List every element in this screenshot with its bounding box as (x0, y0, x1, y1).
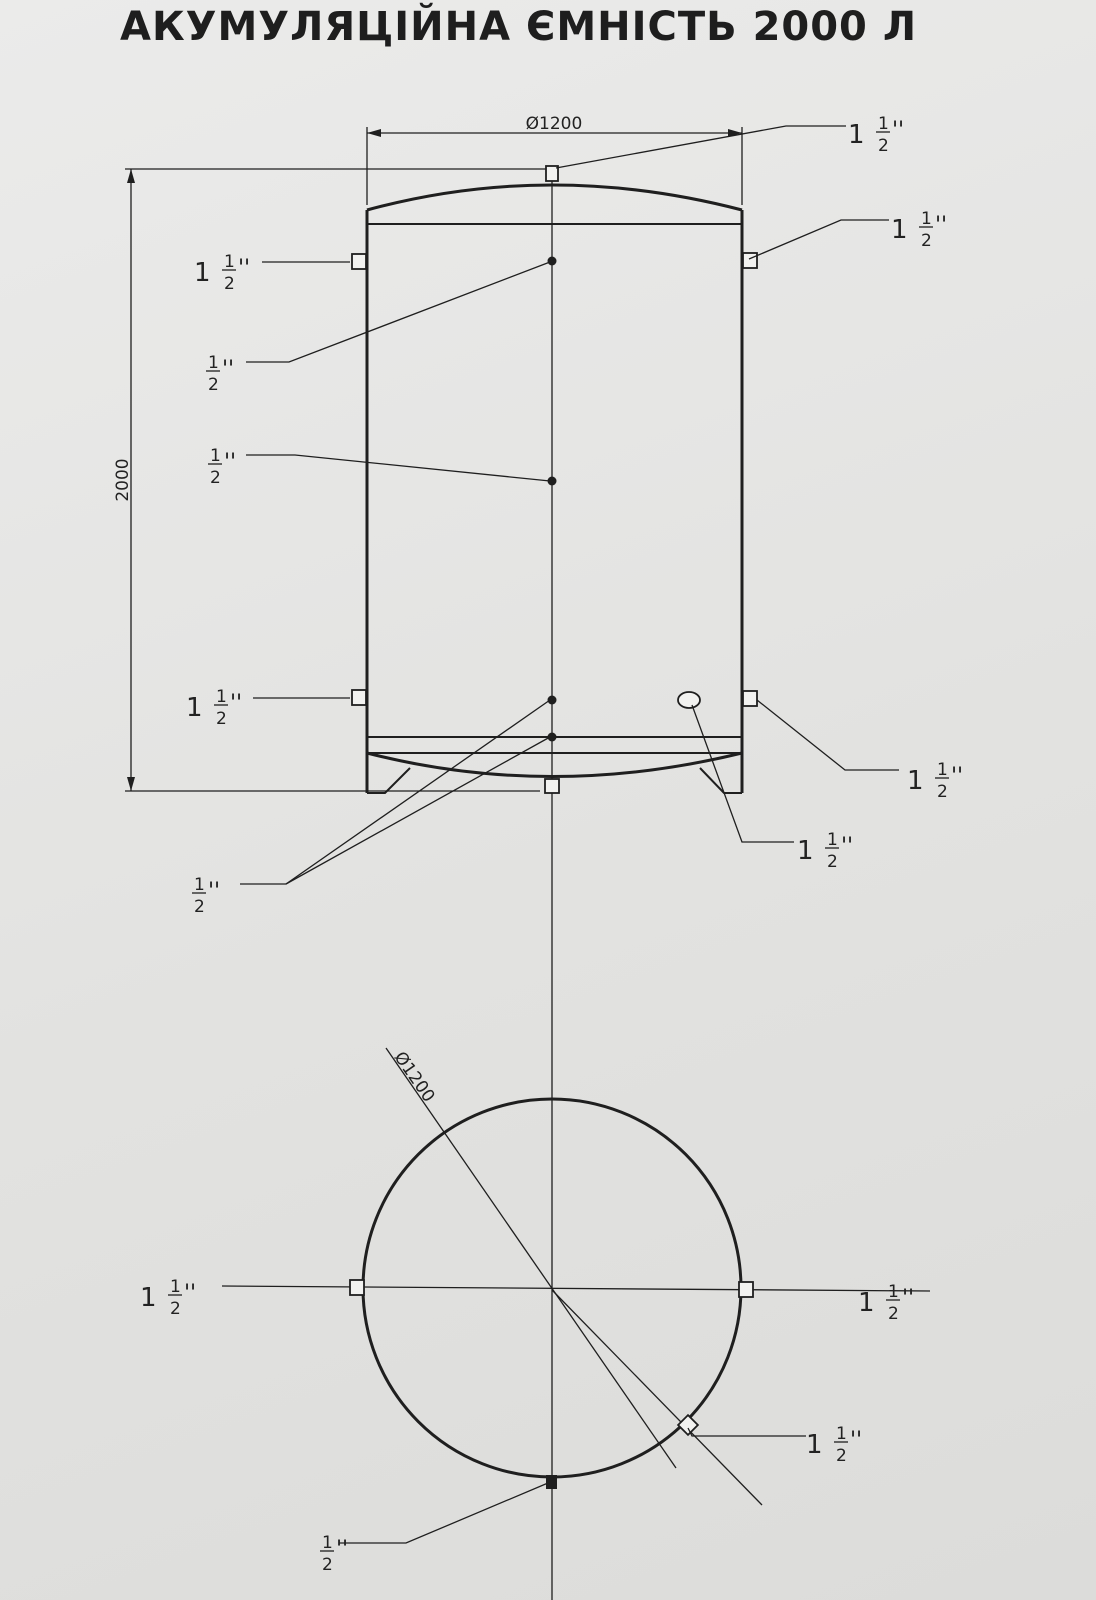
top-outlet-fitting (545, 165, 559, 182)
svg-text:'': '' (850, 1428, 862, 1453)
svg-text:'': '' (336, 1537, 348, 1562)
svg-text:1: 1 (224, 252, 235, 272)
label-inspection-port: 1 1 2 '' (797, 830, 853, 872)
svg-text:1: 1 (848, 120, 865, 150)
label-plan-left: 1 1 2 '' (140, 1277, 196, 1319)
label-sensor-middle: 1 2 '' (208, 446, 236, 488)
svg-text:1: 1 (194, 875, 205, 895)
label-plan-right: 1 1 2 '' (858, 1282, 914, 1324)
label-lower-left-port: 1 1 2 '' (186, 687, 242, 729)
upper-right-fitting (742, 252, 758, 269)
svg-text:'': '' (841, 834, 853, 859)
svg-text:1: 1 (921, 209, 932, 229)
plan-diag-fitting (676, 1413, 700, 1437)
height-label: 2000 (113, 458, 133, 501)
plan-bottom-fitting (546, 1475, 557, 1489)
svg-text:1: 1 (907, 766, 924, 796)
label-upper-right-port: 1 1 2 '' (891, 209, 947, 251)
svg-text:1: 1 (170, 1277, 181, 1297)
tank-plan-view: Ø1200 (221, 1047, 931, 1544)
diameter-dimension-top: Ø1200 (366, 114, 743, 205)
page-title: АКУМУЛЯЦІЙНА ЄМНІСТЬ 2000 Л (120, 4, 918, 50)
label-sensor-bottom: 1 2 '' (192, 875, 220, 917)
svg-text:2: 2 (208, 375, 219, 395)
svg-text:1: 1 (836, 1424, 847, 1444)
height-dimension: 2000 (113, 168, 546, 791)
svg-text:1: 1 (827, 830, 838, 850)
svg-text:1: 1 (797, 836, 814, 866)
svg-text:'': '' (230, 691, 242, 716)
lower-left-fitting (351, 689, 367, 706)
label-plan-diag: 1 1 2 '' (806, 1424, 862, 1466)
svg-text:'': '' (208, 879, 220, 904)
svg-text:2: 2 (937, 782, 948, 802)
diameter-label-top: Ø1200 (526, 114, 583, 134)
svg-text:2: 2 (194, 897, 205, 917)
inspection-port-fitting (677, 691, 701, 709)
svg-text:2: 2 (888, 1304, 899, 1324)
svg-text:1: 1 (806, 1430, 823, 1460)
svg-text:'': '' (222, 357, 234, 382)
sensor-middle-dot (547, 476, 557, 486)
svg-text:1: 1 (210, 446, 221, 466)
diameter-label-plan: Ø1200 (390, 1048, 439, 1106)
plan-right-fitting (738, 1281, 754, 1298)
svg-text:'': '' (892, 118, 904, 143)
label-top-outlet: 1 1 2 '' (848, 114, 904, 156)
svg-text:1: 1 (858, 1288, 875, 1318)
svg-text:2: 2 (210, 468, 221, 488)
sensor-bottom-dot (547, 732, 557, 742)
label-sensor-upper: 1 2 '' (206, 353, 234, 395)
upper-left-fitting (351, 253, 367, 270)
svg-text:2: 2 (170, 1299, 181, 1319)
svg-text:2: 2 (921, 231, 932, 251)
lower-right-fitting (742, 690, 758, 707)
svg-text:1: 1 (322, 1533, 333, 1553)
label-upper-left-port: 1 1 2 '' (194, 252, 250, 294)
bottom-drain-fitting (544, 778, 560, 794)
svg-text:'': '' (935, 213, 947, 238)
svg-text:1: 1 (186, 693, 203, 723)
svg-text:1: 1 (888, 1282, 899, 1302)
plan-left-fitting (349, 1279, 365, 1296)
svg-text:1: 1 (208, 353, 219, 373)
svg-text:2: 2 (216, 709, 227, 729)
top-dome (366, 183, 743, 212)
svg-text:1: 1 (891, 215, 908, 245)
label-plan-bottom: 1 2 '' (320, 1533, 348, 1575)
leader-lines (240, 125, 899, 885)
plan-diameter-line (385, 1047, 677, 1469)
svg-text:2: 2 (224, 274, 235, 294)
label-lower-right-port: 1 1 2 '' (907, 760, 963, 802)
svg-text:2: 2 (827, 852, 838, 872)
plan-horizontal-axis (221, 1285, 931, 1292)
svg-text:'': '' (224, 450, 236, 475)
svg-text:2: 2 (836, 1446, 847, 1466)
svg-text:2: 2 (322, 1555, 333, 1575)
sensor-lower-dot (547, 695, 557, 705)
sensor-upper-dot (547, 256, 557, 266)
svg-text:1: 1 (216, 687, 227, 707)
svg-text:'': '' (902, 1286, 914, 1311)
svg-text:1: 1 (878, 114, 889, 134)
svg-text:1: 1 (937, 760, 948, 780)
tank-elevation (125, 165, 758, 1600)
svg-text:1: 1 (194, 258, 211, 288)
right-leg (699, 767, 742, 794)
svg-text:'': '' (184, 1281, 196, 1306)
svg-text:2: 2 (878, 136, 889, 156)
svg-text:'': '' (238, 256, 250, 281)
svg-text:'': '' (951, 764, 963, 789)
bottom-dome (366, 751, 743, 778)
left-leg (367, 767, 411, 794)
svg-text:1: 1 (140, 1283, 157, 1313)
